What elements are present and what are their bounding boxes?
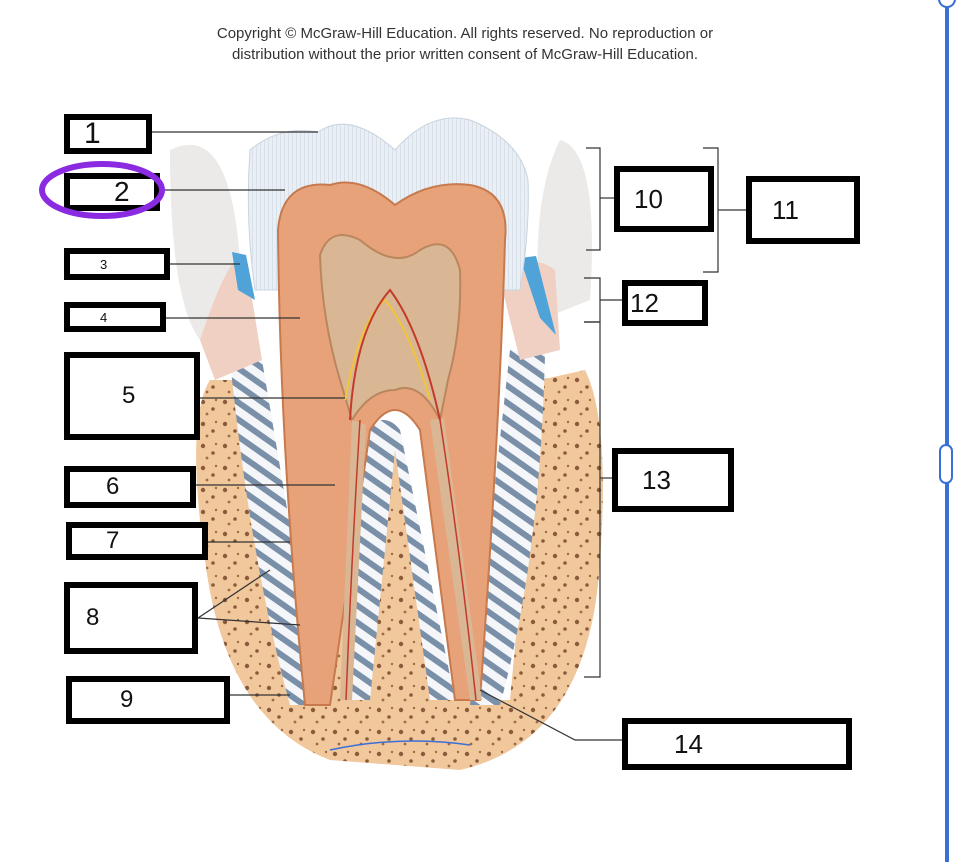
label-text-9: 9 [120, 686, 134, 713]
label-text-2: 2 [114, 176, 130, 207]
label-box-13[interactable]: 13 [612, 448, 734, 512]
label-text-11: 11 [772, 194, 799, 225]
label-box-14[interactable]: 14 [622, 718, 852, 770]
copyright-line-1: Copyright © McGraw-Hill Education. All r… [216, 25, 714, 42]
vessel-blue-1 [329, 740, 471, 751]
label-box-9[interactable]: 9 [66, 676, 230, 724]
label-box-11[interactable]: 11 [746, 176, 860, 244]
label-box-2[interactable]: 2 [64, 173, 160, 211]
nerve-yellow [344, 298, 431, 401]
label-text-8: 8 [86, 604, 100, 631]
periodontal-ligament-right [470, 350, 545, 705]
periodontal-ligament-mid [345, 420, 455, 700]
label-box-5[interactable]: 5 [64, 352, 200, 440]
vessel-red-2 [345, 419, 361, 701]
label-text-6: 6 [106, 473, 120, 500]
label-text-3: 3 [100, 256, 108, 272]
label-box-8[interactable]: 8 [64, 582, 198, 654]
copyright-line-2: distribution without the prior written c… [231, 46, 699, 63]
root-canal-right [430, 418, 482, 700]
label-box-7[interactable]: 7 [66, 522, 208, 560]
label-text-12: 12 [630, 287, 659, 318]
label-text-4: 4 [100, 309, 108, 325]
label-text-1: 1 [84, 117, 101, 150]
label-box-12[interactable]: 12 [622, 280, 708, 326]
label-text-14: 14 [674, 728, 703, 759]
gum-blue-right [520, 256, 556, 335]
label-text-7: 7 [106, 527, 120, 554]
label-box-1[interactable]: 1 [64, 114, 152, 154]
vessel-red-3 [439, 419, 477, 701]
label-text-5: 5 [122, 382, 136, 409]
label-box-4[interactable]: 4 [64, 302, 166, 332]
label-text-10: 10 [634, 183, 663, 214]
vessel-red-1 [349, 288, 441, 421]
label-box-3[interactable]: 3 [64, 248, 170, 280]
label-box-10[interactable]: 10 [614, 166, 714, 232]
scrollbar-track[interactable] [945, 0, 949, 862]
leader-lines [152, 131, 748, 741]
label-text-13: 13 [642, 464, 671, 495]
label-box-6[interactable]: 6 [64, 466, 196, 508]
scrollbar-handle[interactable] [939, 444, 953, 484]
